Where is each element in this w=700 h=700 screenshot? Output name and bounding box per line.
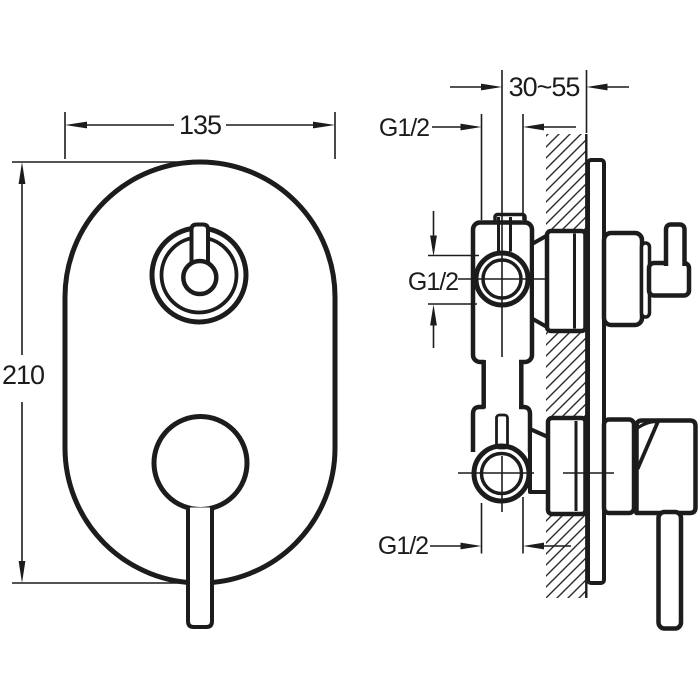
thread-top-label: G1/2 [379, 114, 429, 142]
mixer-handle-side [601, 417, 698, 631]
dimension-thread-center: G1/2 [408, 211, 459, 348]
valve-body [470, 212, 588, 517]
arrow-right-icon [460, 542, 482, 550]
diverter-escutcheon [601, 230, 645, 328]
arrow-up-icon [18, 162, 26, 184]
arrow-right-icon [313, 121, 335, 129]
diverter-lever-front [189, 222, 210, 267]
wall-section [546, 134, 588, 598]
arrow-left-icon [523, 542, 544, 550]
diverter-knob-body [646, 260, 692, 298]
arrow-right-icon [481, 83, 502, 91]
arrow-left-icon [65, 121, 87, 129]
mixer-lever-front [186, 507, 214, 629]
dim-width-label: 135 [179, 110, 221, 140]
dimension-thread-bottom: G1/2 [378, 532, 571, 560]
mixer-handle-front [151, 414, 250, 629]
centerlines [428, 70, 614, 554]
arrow-down-icon [18, 561, 26, 583]
mixer-escutcheon [601, 417, 637, 516]
wall-hatching [546, 134, 586, 598]
mixer-handle-body [634, 418, 698, 516]
arrow-down-icon [430, 235, 437, 257]
upper-wall-flange [544, 228, 588, 334]
dimension-depth: 30~55 [450, 70, 629, 133]
front-view: 135 210 [2, 110, 338, 629]
dimension-width: 135 [64, 110, 336, 159]
dim-depth-label: 30~55 [509, 72, 580, 102]
dimension-height: 210 [2, 161, 197, 584]
diverter-lever-side [663, 222, 687, 266]
arrow-right-icon [460, 123, 482, 131]
diverter-knob-front [149, 222, 249, 325]
thread-bottom-label: G1/2 [378, 532, 428, 560]
side-view: 30~55 G1/2 G1/2 G1/2 [378, 70, 698, 631]
faceplate-side [586, 158, 606, 585]
arrow-left-icon [523, 123, 544, 131]
arrow-up-icon [430, 304, 437, 326]
lower-wall-flange [545, 415, 588, 517]
lower-cartridge-neck [528, 427, 550, 494]
mixer-lever-side [656, 509, 684, 631]
diverter-knob-side [601, 222, 692, 328]
arrow-left-icon [586, 83, 608, 91]
thread-center-label: G1/2 [408, 268, 458, 296]
lower-port-slot [495, 413, 509, 450]
dim-height-label: 210 [2, 360, 44, 390]
dimension-thread-top: G1/2 [379, 114, 576, 142]
